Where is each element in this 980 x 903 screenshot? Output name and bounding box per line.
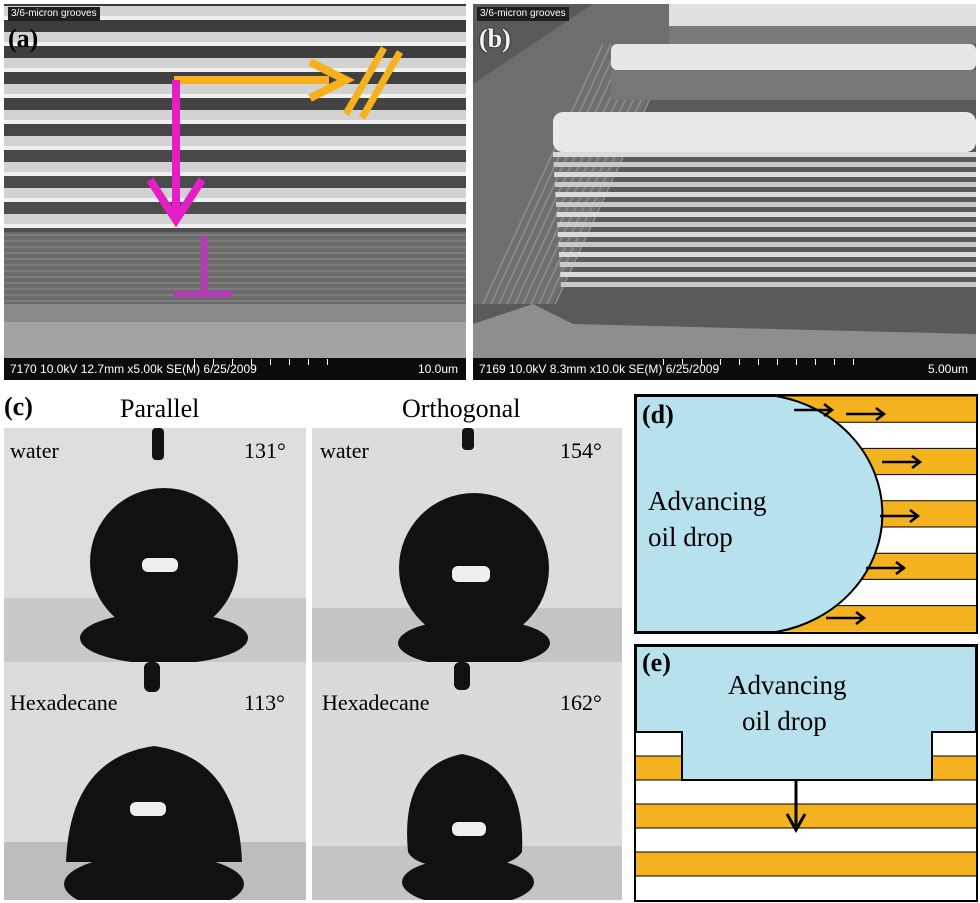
panel-a-tag: 3/6-micron grooves: [8, 7, 100, 21]
panel-b-tag: 3/6-micron grooves: [477, 7, 569, 21]
panel-a-groove-micrograph: [4, 4, 466, 380]
oil-drop-shape: [636, 396, 884, 632]
water-drop-orthogonal: [312, 428, 622, 662]
contact-angle-4: 162°: [560, 690, 602, 715]
panel-a-info: 7170 10.0kV 12.7mm x5.00k SE(M) 6/25/200…: [10, 362, 257, 376]
panel-b-groove-micrograph: [473, 4, 976, 380]
drop-image-orthogonal-hexadecane: Hexadecane 162°: [312, 662, 622, 900]
liquid-label-4: Hexadecane: [322, 690, 430, 715]
panel-d-text-line-1: Advancing: [648, 486, 767, 516]
orthogonal-wetting-schematic: [636, 646, 976, 900]
liquid-label-2: water: [320, 438, 369, 463]
panel-b-info: 7169 10.0kV 8.3mm x10.0k SE(M) 6/25/2009: [479, 362, 720, 376]
panel-a-sem-image: 3/6-micron grooves (a) 7170 10.0kV 12.7m…: [4, 4, 466, 380]
panel-c-label: (c): [4, 392, 33, 421]
parallel-wetting-schematic: [636, 396, 976, 632]
contact-angle-3: 113°: [244, 690, 285, 715]
panel-b-scale: 5.00um: [927, 362, 968, 376]
drop-image-parallel-water: water 131°: [4, 428, 306, 662]
panel-a-label: (a): [8, 24, 39, 53]
panel-b-sem-image: 3/6-micron grooves (b) 7169 10.0kV 8.3mm…: [473, 4, 976, 380]
panel-e-schematic: (e) Advancing oil drop: [634, 644, 978, 902]
panel-e-text-line-1: Advancing: [728, 670, 847, 700]
column-title-orthogonal: Orthogonal: [402, 394, 521, 423]
parallel-symbol: [342, 46, 404, 120]
drop-image-parallel-hexadecane: Hexadecane 113°: [4, 662, 306, 900]
panel-d-label: (d): [642, 400, 674, 429]
panel-d-schematic: (d) Advancing oil drop: [634, 394, 978, 634]
panel-b-info-bar: 7169 10.0kV 8.3mm x10.0k SE(M) 6/25/2009…: [473, 358, 976, 380]
contact-angle-1: 131°: [244, 438, 286, 463]
panel-d-text-line-2: oil drop: [648, 522, 733, 552]
water-drop-parallel: [4, 428, 306, 662]
hexadecane-drop-orthogonal: [312, 662, 622, 900]
panel-a-scale: 10.0um: [417, 362, 458, 376]
column-title-parallel: Parallel: [120, 394, 200, 423]
liquid-label-3: Hexadecane: [10, 690, 118, 715]
panel-e-text-line-2: oil drop: [742, 706, 827, 736]
panel-b-label: (b): [479, 24, 511, 53]
oil-drop-shape-e: [636, 646, 976, 781]
contact-angle-2: 154°: [560, 438, 602, 463]
perpendicular-symbol: [174, 236, 232, 298]
panel-e-label: (e): [642, 648, 671, 677]
drop-image-orthogonal-water: water 154°: [312, 428, 622, 662]
liquid-label-1: water: [10, 438, 59, 463]
hexadecane-drop-parallel: [4, 662, 306, 900]
panel-a-info-bar: 7170 10.0kV 12.7mm x5.00k SE(M) 6/25/200…: [4, 358, 466, 380]
